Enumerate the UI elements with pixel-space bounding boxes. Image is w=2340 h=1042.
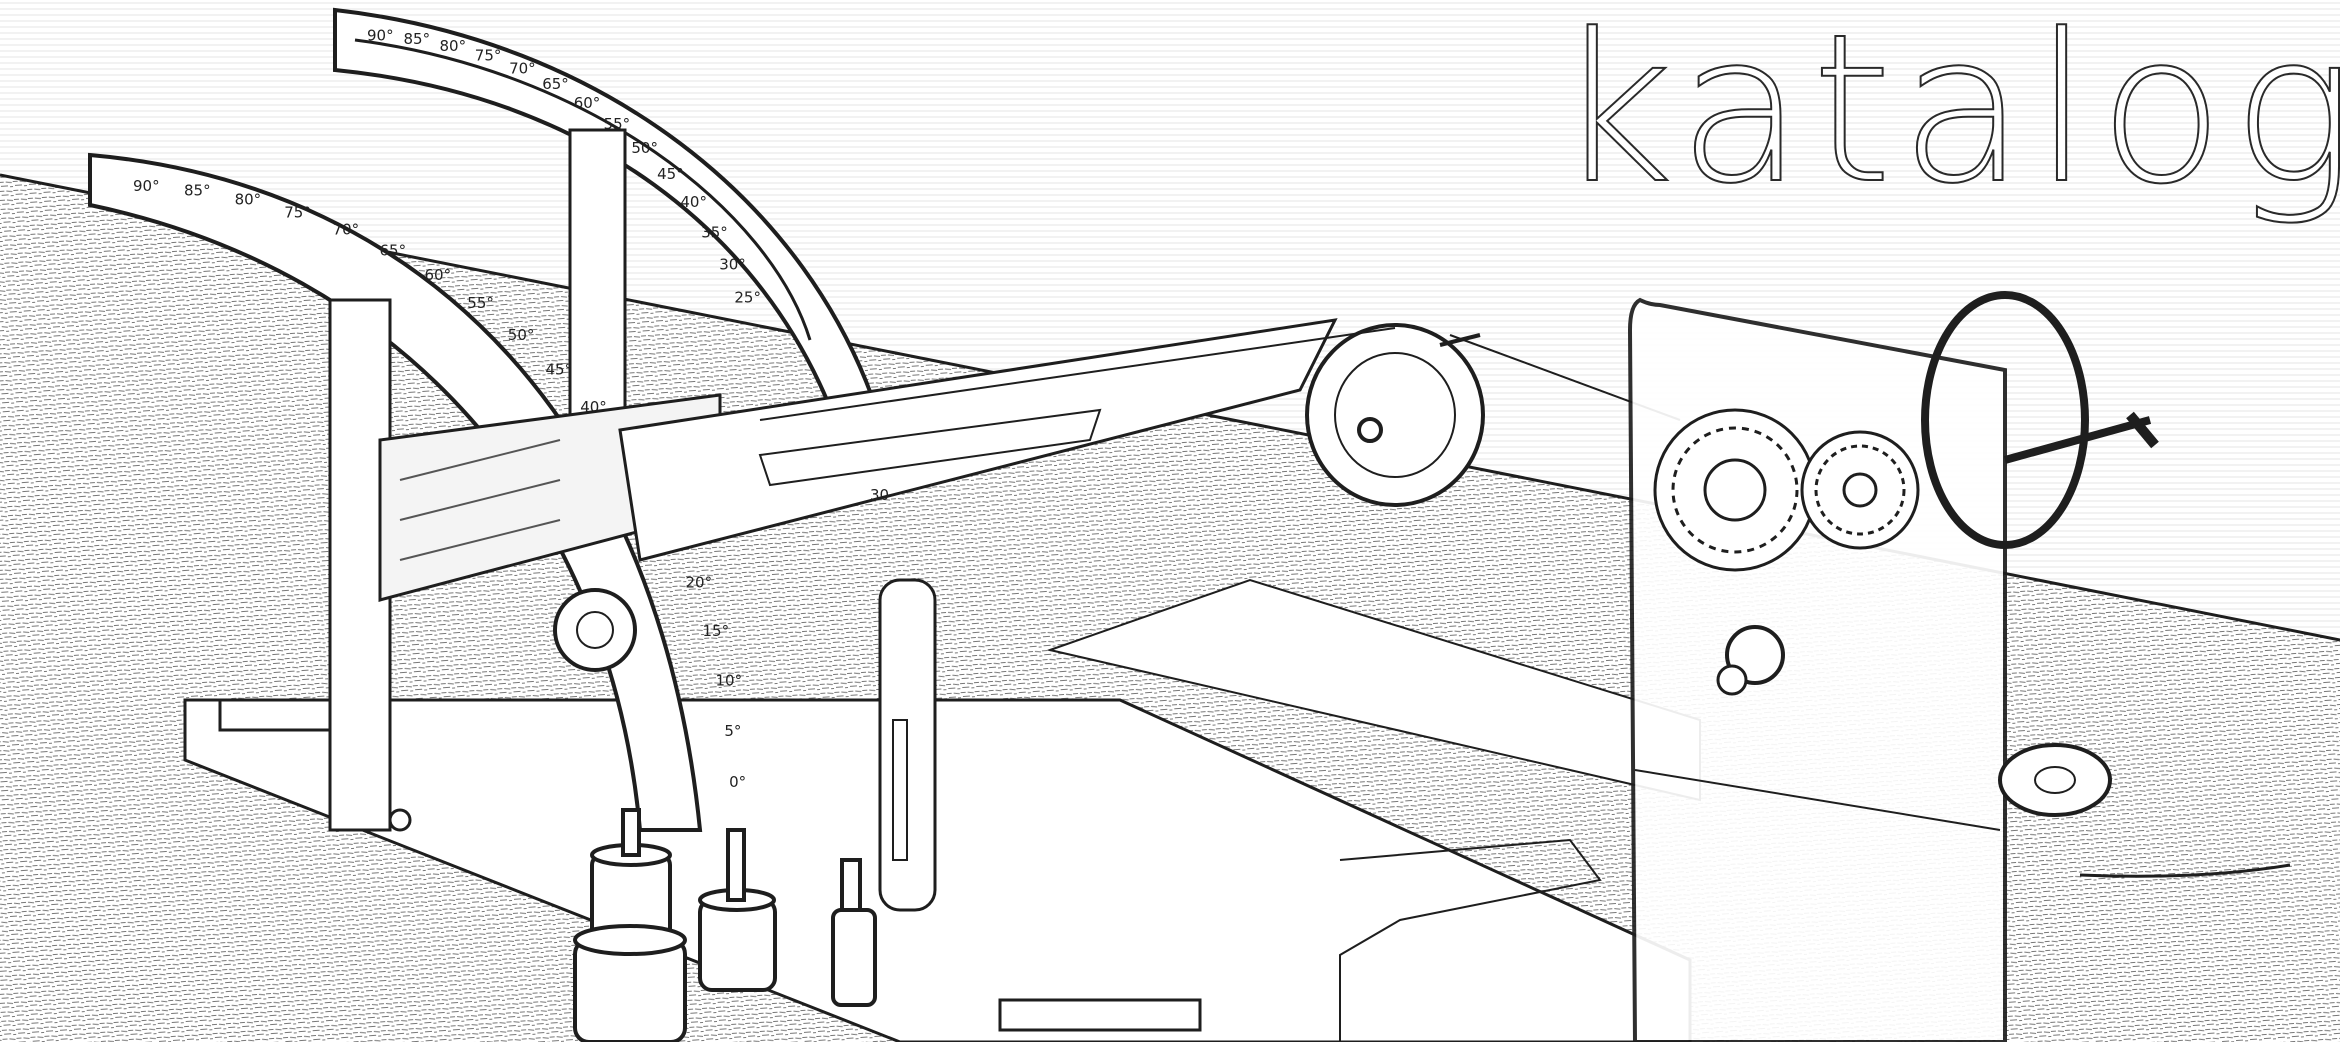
protractor-tick-label: 10°: [716, 671, 743, 689]
protractor-tick-label: 55°: [604, 115, 631, 133]
protractor-tick-label: 90°: [133, 177, 160, 195]
protractor-tick-label: 50°: [508, 326, 535, 344]
protractor-tick-label: 25°: [734, 289, 761, 307]
pulley: [1305, 323, 1485, 507]
protractor-tick-label: 65°: [380, 241, 407, 259]
page-title: katalog: [1554, 0, 2340, 229]
protractor-tick-label: 60°: [574, 94, 601, 112]
protractor-tick-label: 65°: [542, 75, 569, 93]
protractor-tick-label: 45°: [546, 361, 573, 379]
inclined-ramp: 30: [378, 318, 1338, 602]
protractor-tick-label: 5°: [724, 722, 741, 740]
hand-wheel-icon: [1921, 291, 2159, 549]
scale-ruler: [998, 998, 1202, 1032]
protractor-tick-label: 75°: [475, 47, 502, 65]
protractor-tick-label: 15°: [703, 622, 730, 640]
protractor-tick-label: 35°: [701, 223, 728, 241]
protractor-tick-label: 20°: [686, 573, 713, 591]
protractor-tick-label: 70°: [333, 221, 360, 239]
protractor-tick-label: 60°: [425, 266, 452, 284]
string: [759, 327, 1396, 421]
tape-reel-icon: [1998, 743, 2291, 878]
protractor-tick-label: 30°: [719, 255, 746, 273]
base-plank: [183, 698, 1692, 1042]
protractor-tick-label: 50°: [631, 139, 658, 157]
protractor-tick-label: 85°: [184, 182, 211, 200]
protractor-tick-label: 85°: [404, 30, 431, 48]
protractor-tick-label: 90°: [367, 27, 394, 45]
protractor-tick-label: 40°: [680, 193, 707, 211]
protractor-tick-label: 55°: [467, 294, 494, 312]
roller-part: [218, 698, 332, 732]
base-notch: [1339, 838, 1602, 1042]
protractor-tick-label: 0°: [729, 773, 746, 791]
protractor-tick-label: 80°: [235, 191, 262, 209]
protractor-tick-label: 70°: [509, 59, 536, 77]
protractor-tick-label: 45°: [657, 165, 684, 183]
knob-icon: [553, 588, 637, 672]
spool-icon: [1716, 625, 1785, 696]
winch-panel: [1627, 297, 2007, 1042]
ramp-tick-label: 30: [870, 486, 889, 504]
protractor-tick-label: 80°: [440, 37, 467, 55]
gear-icon: [1653, 408, 1920, 572]
weight-icon: [573, 808, 877, 1042]
protractor-tick-label: 75°: [284, 204, 311, 222]
